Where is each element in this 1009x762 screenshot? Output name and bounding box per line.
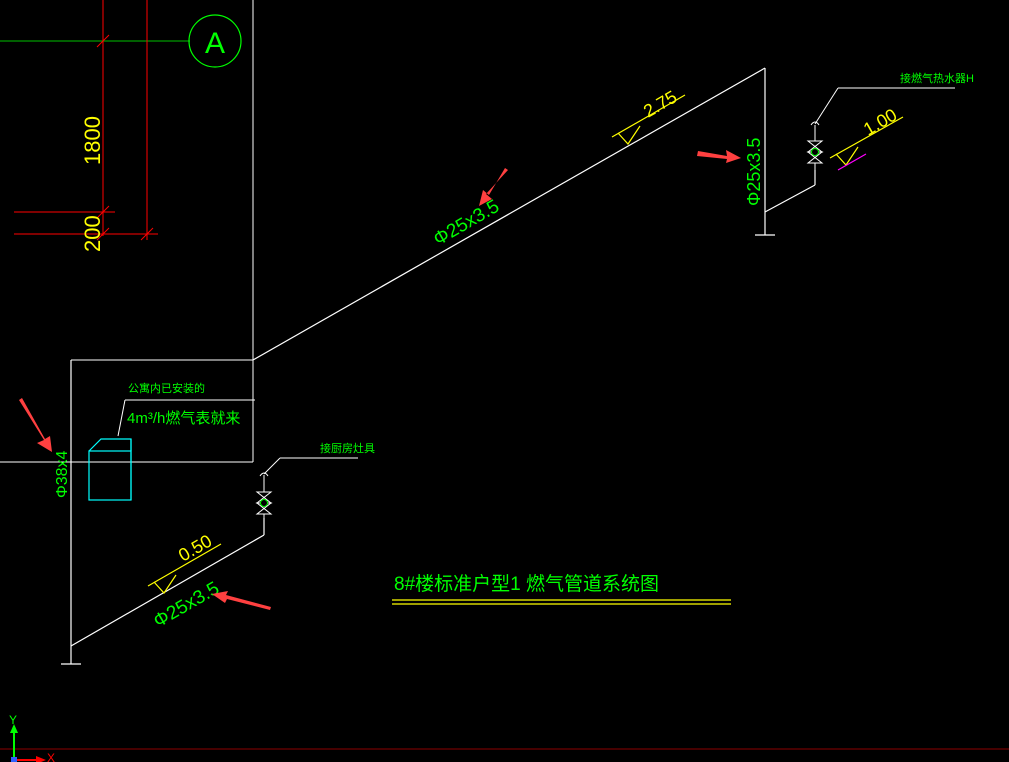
gas-valve-icon[interactable] — [255, 472, 273, 521]
gas-valve-icon[interactable] — [806, 121, 824, 172]
gas-pipe-network[interactable] — [70, 67, 816, 647]
annotation-arrow-icon — [19, 150, 741, 610]
dimension-1800: 1800 — [80, 116, 105, 165]
slope-label-lower: 0.50 — [175, 531, 215, 566]
grid-bubble — [188, 14, 242, 68]
water-heater-branch — [764, 184, 816, 213]
main-diagonal-pipe — [252, 67, 766, 361]
lower-diagonal-pipe — [70, 534, 265, 647]
ucs-axis-icon: Y X — [9, 713, 55, 762]
dimension-lines — [14, 0, 158, 241]
grid-axis-a: A — [0, 14, 242, 68]
pipe-label-wall-entry: Φ38x4 — [54, 450, 71, 498]
note-stove: 接厨房灶具 — [320, 442, 375, 455]
axis-label-x: X — [47, 751, 55, 762]
slope-triangle-icon — [147, 94, 904, 594]
dimension-200: 200 — [80, 215, 105, 252]
pipe-label-riser-right: Φ25x3.5 — [744, 138, 764, 206]
slope-label-right: 1.00 — [860, 105, 900, 140]
slope-label-upper: 2.75 — [640, 87, 680, 122]
note-meter-spec: 4m³/h燃气表就来 — [127, 409, 240, 427]
gas-meter-icon[interactable] — [88, 438, 132, 501]
note-water-heater: 接燃气热水器H — [900, 71, 974, 85]
drawing-title: 8#楼标准户型1 燃气管道系统图 — [394, 573, 659, 595]
axis-label-y: Y — [9, 713, 17, 727]
magenta-mark — [837, 153, 867, 171]
pipe-end-caps — [61, 234, 775, 665]
note-meter-location: 公寓内已安装的 — [128, 381, 205, 395]
grid-bubble-label: A — [205, 27, 225, 60]
pipe-label-lower-diagonal: Φ25x3.5 — [150, 578, 223, 632]
leader-lines — [117, 87, 955, 475]
wall-outline — [0, 0, 254, 463]
